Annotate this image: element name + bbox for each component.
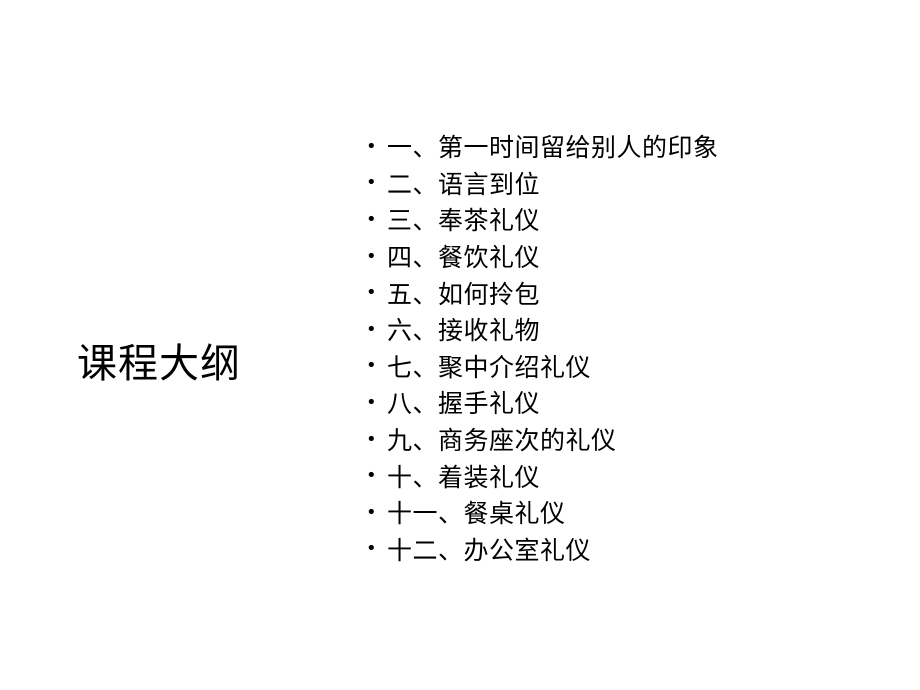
list-item: • 一、第一时间留给别人的印象 xyxy=(366,128,719,165)
bullet-icon: • xyxy=(366,355,377,377)
list-item-text: 六、接收礼物 xyxy=(387,316,541,346)
course-outline-list: • 一、第一时间留给别人的印象 • 二、语言到位 • 三、奉茶礼仪 • 四、餐饮礼仪 •… xyxy=(366,128,719,567)
list-item-text: 十一、餐桌礼仪 xyxy=(387,499,566,529)
list-item-text: 一、第一时间留给别人的印象 xyxy=(387,133,719,163)
bullet-icon: • xyxy=(366,501,377,523)
list-item: • 八、握手礼仪 xyxy=(366,384,719,421)
list-item-text: 五、如何拎包 xyxy=(387,279,541,309)
list-item-text: 八、握手礼仪 xyxy=(387,389,541,419)
list-item: • 二、语言到位 xyxy=(366,165,719,202)
bullet-icon: • xyxy=(366,465,377,487)
list-item-text: 四、餐饮礼仪 xyxy=(387,243,541,273)
list-item-text: 九、商务座次的礼仪 xyxy=(387,426,617,456)
bullet-icon: • xyxy=(366,428,377,450)
list-item: • 九、商务座次的礼仪 xyxy=(366,421,719,458)
list-item: • 五、如何拎包 xyxy=(366,274,719,311)
list-item-text: 七、聚中介绍礼仪 xyxy=(387,352,592,382)
bullet-icon: • xyxy=(366,391,377,413)
list-item: • 七、聚中介绍礼仪 xyxy=(366,348,719,385)
list-item-text: 十二、办公室礼仪 xyxy=(387,535,592,565)
list-item-text: 十、着装礼仪 xyxy=(387,462,541,492)
list-item: • 十二、办公室礼仪 xyxy=(366,531,719,568)
list-item: • 四、餐饮礼仪 xyxy=(366,238,719,275)
list-item-text: 三、奉茶礼仪 xyxy=(387,206,541,236)
list-item: • 十、着装礼仪 xyxy=(366,457,719,494)
list-item: • 三、奉茶礼仪 xyxy=(366,201,719,238)
bullet-icon: • xyxy=(366,135,377,157)
list-item-text: 二、语言到位 xyxy=(387,169,541,199)
list-item: • 六、接收礼物 xyxy=(366,311,719,348)
slide-title: 课程大纲 xyxy=(77,341,241,387)
list-item: • 十一、餐桌礼仪 xyxy=(366,494,719,531)
bullet-icon: • xyxy=(366,282,377,304)
bullet-icon: • xyxy=(366,208,377,230)
bullet-icon: • xyxy=(366,318,377,340)
bullet-icon: • xyxy=(366,172,377,194)
bullet-icon: • xyxy=(366,538,377,560)
bullet-icon: • xyxy=(366,245,377,267)
